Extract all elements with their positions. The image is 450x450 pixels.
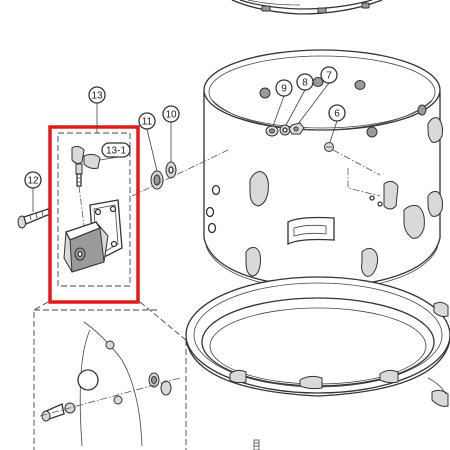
- part-9-screw: [265, 125, 279, 137]
- part-13-1-wing-bolt: [71, 145, 101, 187]
- part-12-screw: [17, 208, 51, 229]
- svg-text:7: 7: [326, 71, 332, 82]
- callout-10: 10: [162, 105, 180, 123]
- callout-9: 9: [275, 79, 293, 97]
- part-8-washer: [279, 124, 291, 136]
- assembly-axis-line: [131, 149, 229, 197]
- bottom-hoop: [185, 276, 450, 407]
- part-7-nut: [288, 122, 305, 135]
- callout-6: 6: [328, 104, 346, 122]
- callout-7: 7: [320, 66, 338, 84]
- bottom-bolt: [253, 439, 260, 450]
- part-11-grommet: [150, 170, 164, 190]
- part-13-bracket: [63, 185, 123, 273]
- svg-text:13: 13: [91, 91, 103, 102]
- highlight-frame: [48, 125, 140, 304]
- callout-12: 12: [24, 171, 42, 189]
- callout-8: 8: [296, 73, 314, 91]
- callout-13-1: 13-1: [101, 142, 131, 158]
- svg-text:11: 11: [142, 117, 153, 128]
- part-6-screw: [324, 142, 381, 176]
- top-hoop: [231, 0, 383, 15]
- svg-text:12: 12: [27, 176, 39, 187]
- svg-text:13-1: 13-1: [106, 146, 126, 157]
- callout-11: 11: [138, 112, 156, 130]
- drum-shell: [203, 49, 441, 293]
- inner-lug-holes: [259, 77, 427, 138]
- svg-text:8: 8: [302, 78, 308, 89]
- shell-side-bracket: [347, 168, 399, 210]
- inset-detail: [33, 301, 187, 450]
- svg-text:6: 6: [334, 109, 340, 120]
- shell-lugs: [205, 117, 443, 277]
- svg-text:9: 9: [281, 84, 287, 95]
- assembly-13-dashed-box: [57, 132, 131, 287]
- callout-13: 13: [88, 86, 106, 104]
- svg-text:10: 10: [165, 110, 177, 121]
- edge-fragment: [427, 377, 447, 395]
- leader-lines: [32, 82, 338, 212]
